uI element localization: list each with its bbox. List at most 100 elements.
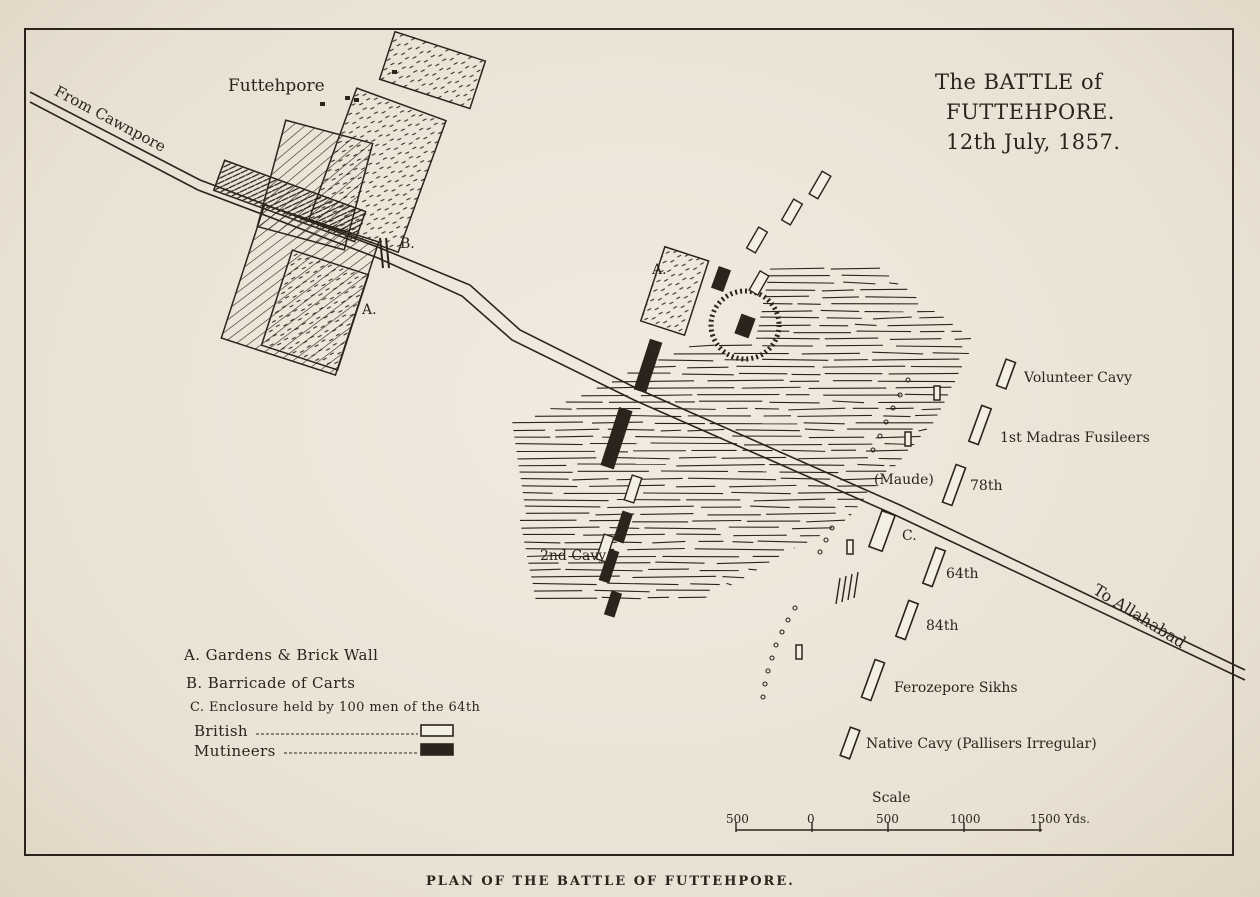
crop-stroke xyxy=(762,358,829,361)
label-native-cav: Native Cavy (Pallisers Irregular) xyxy=(866,736,1097,752)
crop-stroke xyxy=(741,386,801,389)
crop-stroke xyxy=(534,415,618,417)
crop-stroke xyxy=(572,478,609,481)
crop-stroke xyxy=(854,323,877,326)
crop-stroke xyxy=(954,337,972,340)
crop-stroke xyxy=(676,485,716,488)
crop-stroke xyxy=(681,373,734,376)
earthwork xyxy=(708,288,782,362)
crop-stroke xyxy=(692,519,742,522)
marker-a-field: A. xyxy=(652,262,667,278)
crop-stroke xyxy=(865,449,909,452)
huts xyxy=(320,70,397,106)
crop-stroke xyxy=(726,582,732,586)
label-78th: 78th xyxy=(970,478,1003,494)
map-caption: PLAN OF THE BATTLE OF FUTTEHPORE. xyxy=(426,874,795,889)
crop-stroke xyxy=(932,352,970,355)
scale-tick-1500: 1500 Yds. xyxy=(1030,812,1090,826)
crop-stroke xyxy=(797,303,821,305)
scale-tick-0: 0 xyxy=(807,812,815,826)
crop-stroke xyxy=(731,491,791,495)
crop-stroke xyxy=(635,436,722,439)
crop-stroke xyxy=(798,457,868,460)
crop-stroke xyxy=(640,394,693,397)
crop-stroke xyxy=(821,289,854,292)
crop-stroke xyxy=(640,512,694,516)
marker-a-town: A. xyxy=(362,302,377,318)
crop-stroke xyxy=(766,512,836,515)
label-madras-fusileers: 1st Madras Fusileers xyxy=(1000,430,1150,446)
crop-stroke xyxy=(872,358,960,361)
crop-stroke xyxy=(769,464,845,466)
crop-stroke xyxy=(804,428,835,432)
crop-stroke xyxy=(780,477,831,480)
crop-stroke xyxy=(616,477,683,481)
crop-stroke xyxy=(529,568,561,571)
crop-stroke xyxy=(526,554,565,558)
crop-stroke xyxy=(919,316,944,319)
british-swatch xyxy=(420,724,454,737)
marker-c: C. xyxy=(902,528,917,544)
town-label: Futtehpore xyxy=(228,76,325,96)
label-2nd-cav: 2nd Cavy xyxy=(540,548,607,564)
crop-stroke xyxy=(521,526,600,529)
crop-stroke xyxy=(611,380,695,383)
crop-stroke xyxy=(825,344,883,347)
crop-stroke xyxy=(627,547,685,551)
crop-stroke xyxy=(524,541,561,544)
crop-stroke xyxy=(653,407,716,410)
scale-bar xyxy=(735,822,1042,832)
crop-stroke xyxy=(788,407,846,411)
crop-stroke xyxy=(758,324,811,327)
crop-stroke xyxy=(755,337,820,340)
crop-stroke xyxy=(628,414,682,418)
crop-stroke xyxy=(764,295,810,298)
crop-stroke xyxy=(822,296,859,299)
legend-b: B. Barricade of Carts xyxy=(186,674,356,692)
crop-stroke xyxy=(830,267,881,270)
crop-stroke xyxy=(843,281,876,285)
scale-tick-1000: 1000 xyxy=(950,812,981,826)
crop-stroke xyxy=(872,351,924,355)
label-84th: 84th xyxy=(926,618,959,634)
crop-stroke xyxy=(555,428,600,431)
crop-stroke xyxy=(801,352,860,355)
label-volunteer-cav: Volunteer Cavy xyxy=(1024,370,1132,386)
crop-stroke xyxy=(644,527,716,530)
crop-stroke xyxy=(632,575,717,579)
crop-stroke xyxy=(707,379,784,382)
map-border xyxy=(24,28,1234,856)
crop-stroke xyxy=(729,484,797,488)
crop-stroke xyxy=(918,428,928,432)
crop-stroke xyxy=(792,527,833,530)
crop-stroke xyxy=(607,582,679,586)
legend-mutineers: Mutineers xyxy=(194,742,276,760)
marker-b: B. xyxy=(400,236,415,252)
scale-tick-500-left: 500 xyxy=(726,812,749,826)
crop-stroke xyxy=(887,323,953,327)
crop-stroke xyxy=(716,561,770,565)
legend-a: A. Gardens & Brick Wall xyxy=(184,646,379,664)
crop-stroke xyxy=(517,457,597,460)
crop-stroke xyxy=(523,499,609,502)
crop-stroke xyxy=(889,282,899,285)
garden-a xyxy=(639,245,710,337)
crop-stroke xyxy=(889,338,942,341)
crop-stroke xyxy=(806,519,846,523)
crop-stroke xyxy=(515,443,583,446)
mutineer-line xyxy=(598,265,732,618)
crop-stroke xyxy=(797,491,868,494)
mutineer-swatch xyxy=(420,743,454,756)
artillery-column xyxy=(835,571,859,605)
crop-stroke xyxy=(865,296,917,299)
crop-stroke xyxy=(750,505,790,509)
crop-stroke xyxy=(875,435,921,439)
crop-stroke xyxy=(803,422,845,425)
crop-stroke xyxy=(688,477,777,481)
barricade-b xyxy=(379,237,390,269)
label-maude: (Maude) xyxy=(874,472,934,488)
crop-stroke xyxy=(676,463,765,467)
crop-stroke xyxy=(596,386,636,389)
crop-stroke xyxy=(769,401,820,404)
